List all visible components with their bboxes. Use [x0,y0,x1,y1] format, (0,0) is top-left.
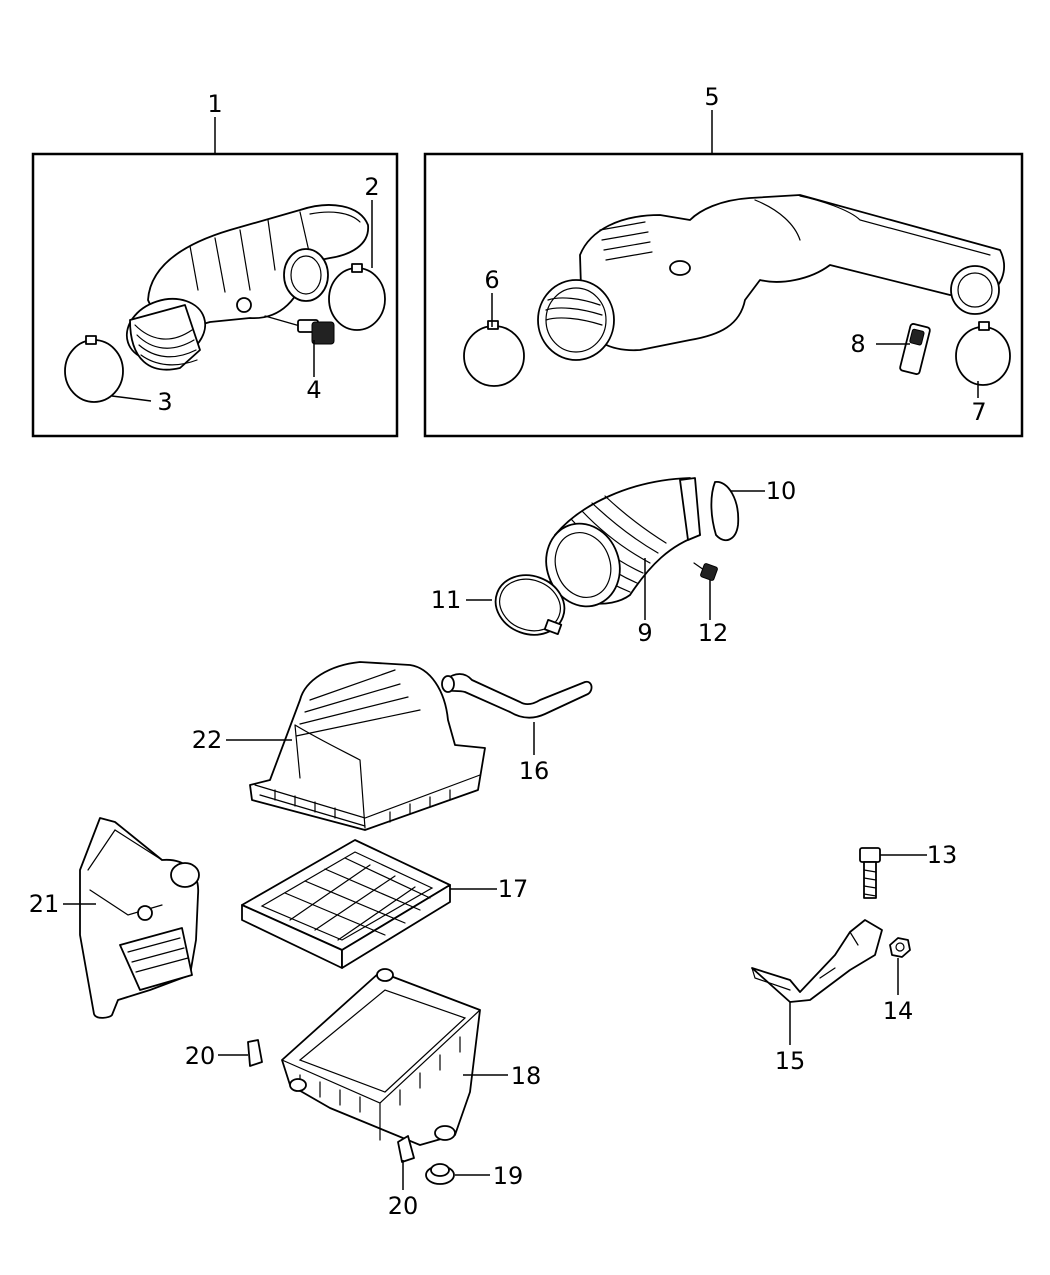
callout-20-upper: 20 [185,1042,216,1070]
callout-19: 19 [493,1162,524,1190]
sensor-4 [264,315,335,345]
callout-16: 16 [519,757,550,785]
callout-1: 1 [207,90,222,118]
callout-5: 5 [704,83,719,111]
callout-3: 3 [157,388,172,416]
callout-21: 21 [29,890,60,918]
clamp-11 [494,574,566,636]
callout-12: 12 [698,619,729,647]
clamp-7 [955,321,1011,386]
nut-14 [889,937,911,958]
callout-17: 17 [498,875,529,903]
air-cleaner-cover-22 [249,661,486,831]
callout-15: 15 [775,1047,806,1075]
callout-6: 6 [484,266,499,294]
callout-7: 7 [971,398,986,426]
callout-18: 18 [511,1062,542,1090]
air-duct-21 [79,817,200,1019]
clip-20-upper [247,1039,263,1067]
sensor-8 [899,323,931,375]
callout-4: 4 [306,376,321,404]
air-hose-9 [545,477,701,608]
clip-12 [693,562,718,581]
callout-8: 8 [850,330,865,358]
gasket-10 [710,481,740,542]
bracket-15 [751,919,883,1003]
air-cleaner-housing-18 [281,968,481,1146]
callout-10: 10 [766,477,797,505]
air-filter-17 [241,839,451,969]
clamp-3 [64,335,124,403]
callout-11: 11 [431,586,462,614]
leader-lines [63,110,979,1190]
callout-20-lower: 20 [388,1192,419,1220]
group-box-5 [423,152,1024,438]
air-inlet-duct-assembly-5 [537,194,1005,361]
callout-9: 9 [637,619,652,647]
bolt-13 [859,847,881,899]
callout-2: 2 [364,173,379,201]
hose-16 [441,673,593,719]
callout-13: 13 [927,841,958,869]
grommet-19 [425,1163,455,1185]
clamp-2 [328,263,386,331]
callout-14: 14 [883,997,914,1025]
clamp-6 [463,320,525,387]
callout-22: 22 [192,726,223,754]
clip-20-lower [397,1135,415,1163]
air-inlet-duct-assembly [125,204,369,371]
